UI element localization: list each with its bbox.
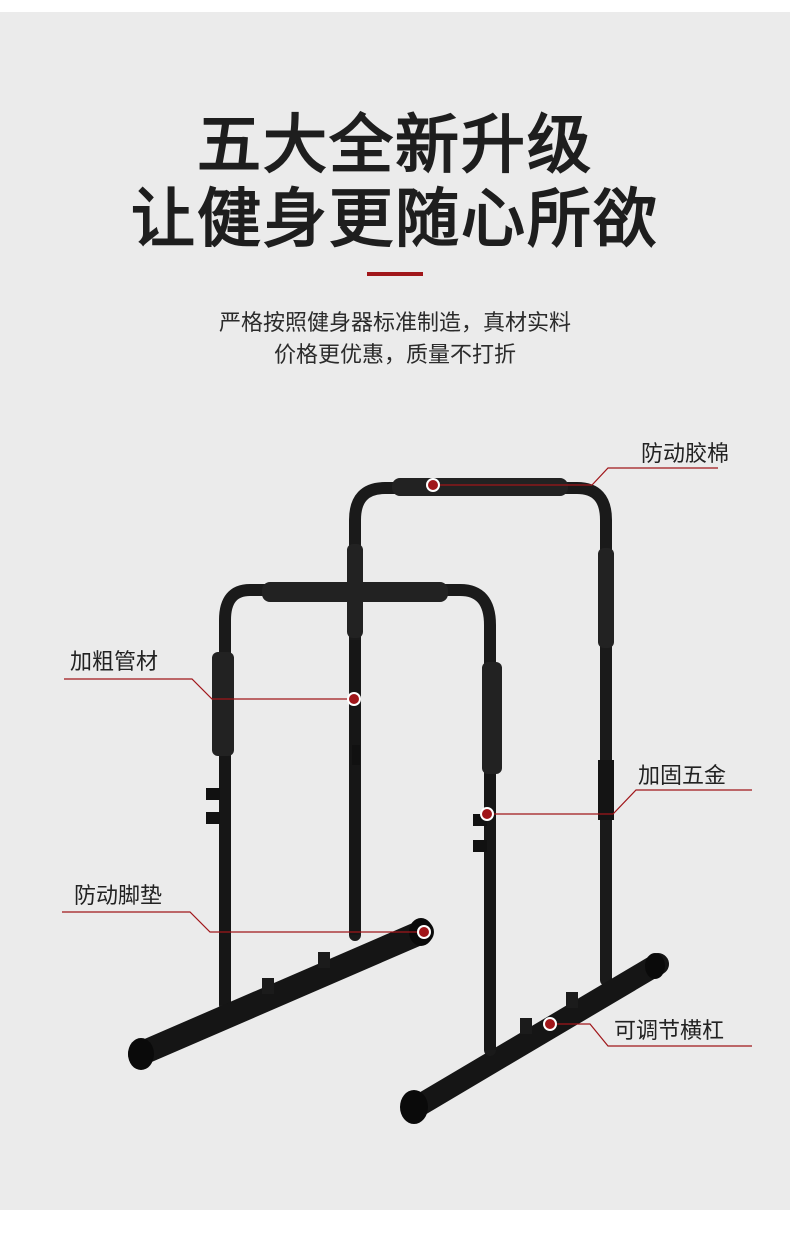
front-dip-stand <box>128 582 502 1070</box>
callout-crossbar: 可调节横杠 <box>614 1019 725 1044</box>
marker-foam-grip <box>426 478 440 492</box>
marker-foot-pad <box>417 925 431 939</box>
back-top-foam-grip <box>392 478 568 496</box>
front-top-foam-grip <box>262 582 448 602</box>
subtitle-line-1: 严格按照健身器标准制造，真材实料 <box>218 311 571 336</box>
leader-hardware <box>487 789 752 815</box>
back-foot-cap <box>400 1090 428 1124</box>
front-left-foam-grip <box>212 652 234 756</box>
front-foot-cap <box>128 1038 154 1070</box>
headline-line-2: 让健身更随心所欲 <box>131 183 659 257</box>
headline-line-1: 五大全新升级 <box>197 109 593 183</box>
callout-hardware: 加固五金 <box>638 764 727 789</box>
front-right-foam-grip <box>482 662 502 774</box>
leader-crossbar <box>550 1023 752 1047</box>
leader-foam-grip <box>433 467 718 486</box>
callout-leader-lines <box>62 467 752 1047</box>
callout-foot-pad: 防动脚垫 <box>74 884 163 909</box>
marker-thick-tube <box>347 692 361 706</box>
marker-hardware <box>480 807 494 821</box>
accent-divider <box>367 272 423 276</box>
leader-foot-pad <box>62 911 424 933</box>
leader-thick-tube <box>64 678 354 700</box>
back-dip-stand <box>347 478 669 1124</box>
callout-thick-tube: 加粗管材 <box>70 650 159 675</box>
product-panel <box>0 12 790 1210</box>
callout-foam-grip: 防动胶棉 <box>641 442 730 467</box>
back-right-foam-grip <box>598 548 614 648</box>
marker-crossbar <box>543 1017 557 1031</box>
subtitle-line-2: 价格更优惠，质量不打折 <box>273 343 516 368</box>
callout-markers <box>347 478 557 1031</box>
